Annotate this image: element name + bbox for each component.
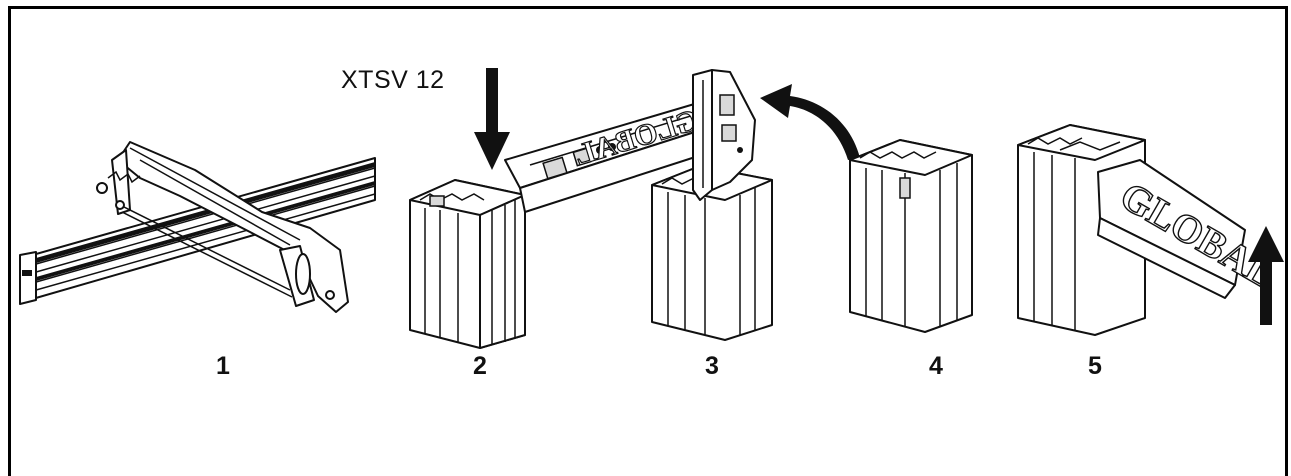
step-number-5: 5 (1088, 352, 1102, 380)
frame-profile-3 (651, 165, 773, 341)
corner-connector-3 (692, 69, 756, 201)
step-number-1: 1 (216, 352, 230, 380)
step-1-illustration (19, 141, 376, 313)
curved-arrow (760, 84, 860, 160)
down-arrow (474, 68, 510, 170)
step-3-illustration (651, 69, 860, 341)
frame-profile-2 (409, 179, 526, 349)
hacksaw (96, 141, 349, 313)
aluminium-rail (19, 157, 376, 305)
diagram-frame (8, 6, 1288, 476)
part-number-label: XTSV 12 (341, 66, 445, 94)
step-4-illustration (849, 139, 973, 333)
step-number-3: 3 (705, 352, 719, 380)
up-arrow (1248, 226, 1284, 325)
step-number-4: 4 (929, 352, 943, 380)
step-5-illustration: GLOBAL (1017, 124, 1284, 336)
step-number-2: 2 (473, 352, 487, 380)
